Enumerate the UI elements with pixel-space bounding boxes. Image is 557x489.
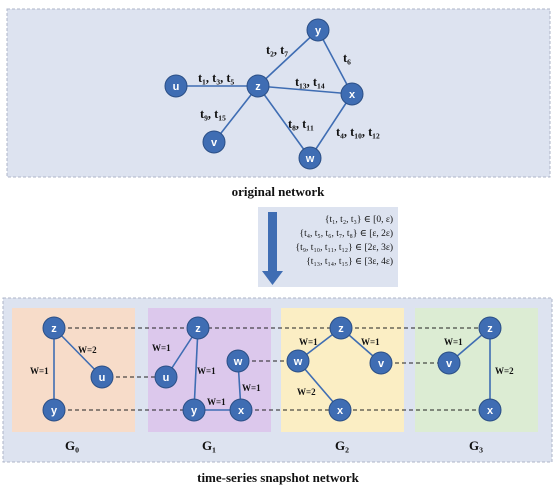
g3-node-v: v — [446, 358, 453, 370]
g1-weight-z-y: W=1 — [197, 366, 216, 376]
g3-snapshot: W=1 W=2 z v x — [437, 316, 514, 422]
edge-z-x — [257, 85, 353, 95]
g1-node-z: z — [195, 323, 201, 335]
edge-label-y-x: t₆ — [343, 51, 351, 65]
g0-node-y: y — [51, 405, 58, 417]
snapshot-network-caption: time-series snapshot network — [197, 470, 360, 485]
g0-weight-z-y: W=1 — [30, 366, 49, 376]
node-label-u: u — [173, 81, 180, 93]
g0-weight-z-u: W=2 — [78, 345, 97, 355]
g1-node-y: y — [191, 405, 198, 417]
g1-weight-w-x: W=1 — [242, 383, 261, 393]
g3-weight-z-v: W=1 — [444, 337, 463, 347]
edge-label-z-x: t₁₃, t₁₄ — [295, 75, 325, 89]
node-v: v — [202, 130, 226, 154]
g2-label: G₂ — [335, 438, 349, 453]
edge-z-y — [257, 29, 319, 87]
interval-box — [258, 207, 398, 287]
g1-edge-z-y — [193, 327, 199, 411]
g2-weight-w-x: W=2 — [297, 387, 316, 397]
g0-background — [12, 308, 135, 432]
g3-node-x: x — [487, 405, 494, 417]
edge-label-x-w: t₄, t₁₀, t₁₂ — [336, 125, 380, 139]
g2-node-v: v — [378, 358, 385, 370]
original-network-caption: original network — [232, 184, 326, 199]
node-y: y — [306, 18, 330, 42]
g2-node-z: z — [338, 323, 344, 335]
g3-node-z: z — [487, 323, 493, 335]
interval-4: {t₁₃, t₁₄, t₁₅} ∈ [3ε, 4ε) — [306, 256, 393, 267]
down-arrow — [262, 212, 283, 285]
g2-weight-z-v: W=1 — [361, 337, 380, 347]
node-label-x: x — [349, 89, 356, 101]
node-label-z: z — [255, 81, 261, 93]
g0-label: G₀ — [65, 438, 79, 453]
node-label-y: y — [315, 25, 322, 37]
g0-node-z: z — [51, 323, 57, 335]
interval-list: {t₁, t₂, t₃} ∈ [0, ε) {t₄, t₅, t₆, t₇, t… — [296, 214, 393, 267]
g3-label: G₃ — [469, 438, 483, 453]
g3-background — [415, 308, 538, 432]
g1-node-x: x — [238, 405, 245, 417]
edge-y-x — [317, 29, 353, 95]
interval-3: {t₉, t₁₀, t₁₁, t₁₂} ∈ [2ε, 3ε) — [296, 242, 393, 253]
edge-label-z-w: t₈, t₁₁ — [288, 117, 314, 131]
g0-snapshot: W=1 W=2 z u y — [30, 316, 114, 422]
edge-z-v — [213, 85, 259, 143]
node-w: w — [298, 146, 322, 170]
original-network-edge-labels: t₁, t₃, t₅ t₂, t₇ t₆ t₁₃, t₁₄ t₉, t₁₅ t₈… — [198, 43, 380, 139]
g1-snapshot: W=1 W=1 W=1 W=1 z u w y x — [152, 316, 261, 422]
original-network-edges — [176, 29, 353, 159]
g1-node-u: u — [163, 372, 170, 384]
edge-label-u-z: t₁, t₃, t₅ — [198, 71, 234, 85]
original-network-nodes: u z y x v w — [164, 18, 364, 170]
g2-node-w: w — [293, 356, 303, 368]
g1-node-w: w — [233, 356, 243, 368]
node-x: x — [340, 82, 364, 106]
edge-z-w — [257, 85, 311, 159]
original-network-panel — [6, 8, 551, 178]
g2-snapshot: W=1 W=1 W=2 z w v x — [286, 316, 393, 422]
edge-label-z-y: t₂, t₇ — [266, 43, 288, 57]
edge-label-z-v: t₉, t₁₅ — [200, 107, 226, 121]
g3-weight-z-x: W=2 — [495, 366, 514, 376]
node-z: z — [246, 74, 270, 98]
node-label-v: v — [211, 137, 218, 149]
g1-label: G₁ — [202, 438, 216, 453]
interval-2: {t₄, t₅, t₆, t₇, t₈} ∈ [ε, 2ε) — [300, 228, 393, 239]
interval-1: {t₁, t₂, t₃} ∈ [0, ε) — [325, 214, 393, 225]
edge-x-w — [309, 93, 353, 159]
g1-weight-z-u: W=1 — [152, 343, 171, 353]
g0-node-u: u — [99, 372, 106, 384]
node-label-w: w — [305, 153, 315, 165]
node-u: u — [164, 74, 188, 98]
g2-weight-z-w: W=1 — [299, 337, 318, 347]
g2-node-x: x — [337, 405, 344, 417]
g1-weight-y-x: W=1 — [207, 397, 226, 407]
